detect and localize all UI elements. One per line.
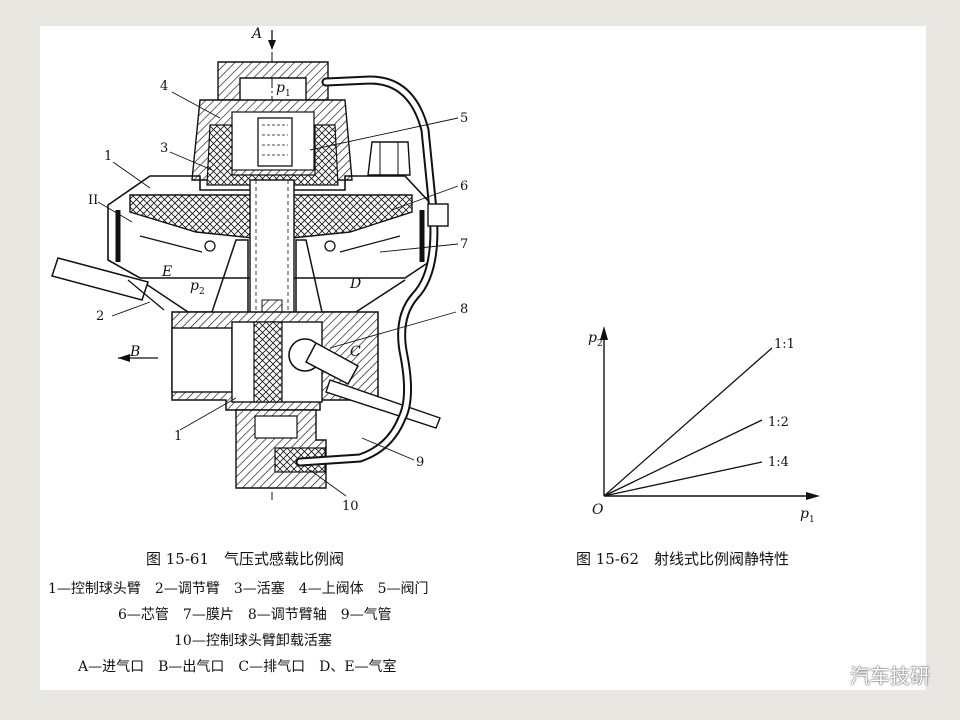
callout-1-bottom: 1 [174,429,182,444]
label-B: B [129,344,140,360]
label-E: E [161,264,172,280]
callout-9: 9 [416,455,424,470]
ratio-line-1-1 [603,347,773,497]
label-A: A [250,26,262,42]
origin-label: O [592,502,604,518]
ratio-label-1-2: 1:2 [768,415,789,430]
callout-10: 10 [342,499,359,514]
wechat-logo-icon [789,663,820,686]
legend-line-3: 10—控制球头臂卸载活塞 [174,633,332,649]
callout-3: 3 [160,141,168,156]
label-p2-sub: 2 [199,287,205,297]
label-p1: p [276,80,285,96]
legend-line-2: 6—芯管 7—膜片 8—调节臂轴 9—气管 [118,607,392,623]
ratio-line-1-2 [603,419,763,497]
label-p1-sub: 1 [285,89,291,99]
y-axis-label: p [588,330,597,346]
caption-fig-15-62: 图 15-62 射线式比例阀静特性 [576,550,790,568]
callout-1-top: 1 [104,149,112,164]
callout-7: 7 [460,237,468,252]
x-axis-label: p [800,506,809,522]
callout-4: 4 [160,79,168,94]
label-D: D [349,276,361,292]
ratio-label-1-1: 1:1 [774,337,795,352]
legend-line-1: 1—控制球头臂 2—调节臂 3—活塞 4—上阀体 5—阀门 [48,581,429,597]
watermark-text: 汽车技研 [850,664,930,688]
callout-5: 5 [460,111,468,126]
callout-6: 6 [460,179,468,194]
callout-8: 8 [460,302,468,317]
y-axis-sub: 2 [597,339,603,349]
legend-line-4: A—进气口 B—出气口 C—排气口 D、E—气室 [78,659,397,675]
label-p2: p [190,278,199,294]
ratio-label-1-4: 1:4 [768,455,789,470]
callout-2: 2 [96,309,104,324]
callout-II: II [88,193,98,208]
label-C: C [350,344,361,360]
x-axis-sub: 1 [809,515,815,525]
ratio-line-1-4 [603,461,763,497]
caption-fig-15-61: 图 15-61 气压式感载比例阀 [146,550,345,568]
